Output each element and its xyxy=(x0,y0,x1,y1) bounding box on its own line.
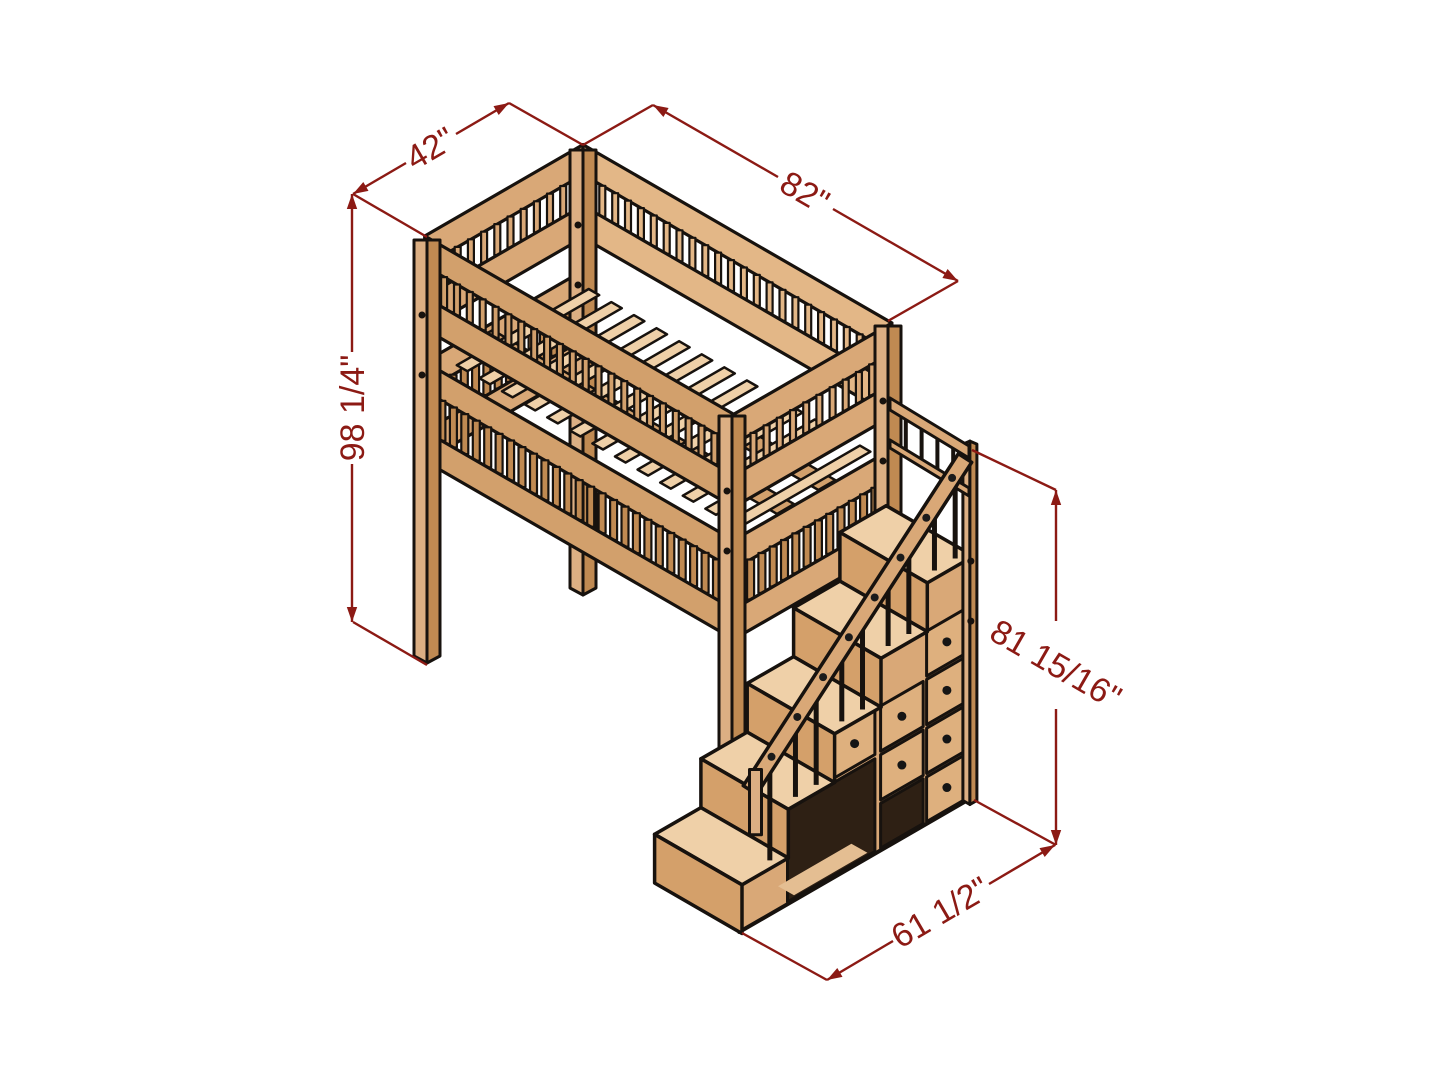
storage-staircase xyxy=(652,396,979,936)
dimension-lines xyxy=(346,101,1062,982)
dim-label-overall-height: 98 1/4" xyxy=(334,355,372,462)
bed-frame xyxy=(412,143,903,841)
